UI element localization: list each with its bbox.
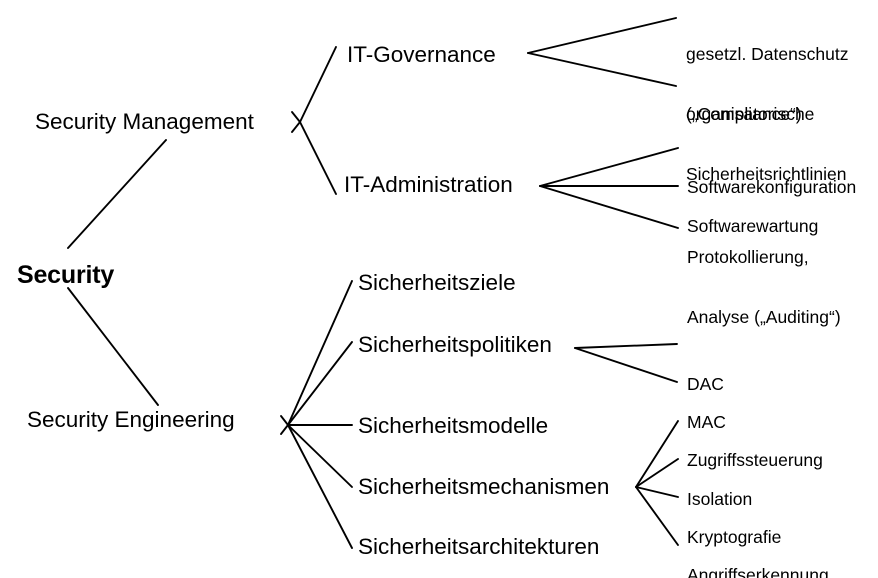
edge-sicherheitsmechanismen-to-angriffserkennung: [635, 486, 679, 546]
leaf-dac[interactable]: DAC: [687, 335, 724, 435]
edge-sicherheitsmechanismen-to-kryptografie: [635, 486, 679, 498]
edge-security-engineering-to-sicherheitsmechanismen: [287, 424, 353, 488]
edge-sicherheitsmechanismen-to-zugriffssteuerung: [635, 420, 679, 488]
edge-security-engineering-to-sicherheitsziele: [287, 280, 353, 426]
leaf-softwarekonfiguration-line1: Softwarekonfiguration: [687, 176, 857, 197]
leaf-protokollierung-analyse[interactable]: Protokollierung, Analyse („Auditing“): [687, 208, 841, 368]
edge-itadmin-to-protokollierung: [539, 185, 679, 229]
node-it-administration[interactable]: IT-Administration: [344, 172, 513, 197]
leaf-organisatorische-line2: Sicherheitsrichtlinien: [686, 163, 847, 184]
leaf-angriffserkennung-line1: Angriffserkennung: [687, 564, 829, 578]
node-sicherheitsmechanismen[interactable]: Sicherheitsmechanismen: [358, 474, 610, 499]
node-security-management[interactable]: Security Management: [35, 109, 254, 134]
edge-sicherheitsmechanismen-to-isolation: [635, 458, 679, 488]
edge-se-junction-in-lower: [280, 424, 289, 435]
leaf-organisatorische-sicherheitsrichtlinien[interactable]: organisatorische Sicherheitsrichtlinien: [686, 65, 847, 225]
leaf-zugriffssteuerung-line1: Zugriffssteuerung: [687, 449, 823, 470]
edge-security-management-to-it-administration: [299, 121, 337, 195]
edge-security-engineering-to-sicherheitsarchitekturen: [287, 424, 353, 549]
leaf-mac-line1: MAC: [687, 411, 726, 432]
leaf-kryptografie-line1: Kryptografie: [687, 526, 782, 547]
node-security-engineering[interactable]: Security Engineering: [27, 407, 235, 432]
leaf-isolation[interactable]: Isolation: [687, 450, 752, 550]
node-it-governance[interactable]: IT-Governance: [347, 42, 496, 67]
edge-security-management-to-it-governance: [299, 46, 337, 123]
leaf-softwarewartung-line1: Softwarewartung: [687, 215, 819, 236]
leaf-kryptografie[interactable]: Kryptografie: [687, 488, 781, 578]
leaf-zugriffssteuerung[interactable]: Zugriffssteuerung: [687, 411, 823, 511]
edge-sm-junction-in: [291, 111, 301, 123]
node-sicherheitspolitiken[interactable]: Sicherheitspolitiken: [358, 332, 552, 357]
leaf-gesetzl-datenschutz[interactable]: gesetzl. Datenschutz („Compliance“): [686, 5, 848, 165]
node-sicherheitsmodelle[interactable]: Sicherheitsmodelle: [358, 413, 549, 438]
leaf-dac-line1: DAC: [687, 373, 724, 394]
leaf-angriffserkennung[interactable]: Angriffserkennung (Intrusion Detection): [687, 526, 845, 578]
edge-itadmin-to-softwarekonfiguration: [539, 147, 679, 187]
node-sicherheitsarchitekturen[interactable]: Sicherheitsarchitekturen: [358, 534, 600, 559]
edge-se-junction-in-upper: [280, 415, 289, 426]
leaf-gesetzl-datenschutz-line2: („Compliance“): [686, 103, 802, 124]
edge-sicherheitspolitiken-to-mac: [574, 347, 678, 383]
edge-sm-junction-in-lower: [291, 121, 301, 133]
leaf-protokollierung-line1: Protokollierung,: [687, 246, 809, 267]
edge-itgov-junction-lower: [527, 52, 677, 87]
leaf-mac[interactable]: MAC: [687, 373, 726, 473]
leaf-softwarewartung[interactable]: Softwarewartung: [687, 177, 818, 277]
edge-sicherheitspolitiken-to-dac: [574, 343, 678, 349]
leaf-gesetzl-datenschutz-line1: gesetzl. Datenschutz: [686, 43, 849, 64]
node-sicherheitsziele[interactable]: Sicherheitsziele: [358, 270, 516, 295]
leaf-organisatorische-line1: organisatorische: [686, 103, 815, 124]
leaf-softwarekonfiguration[interactable]: Softwarekonfiguration: [687, 138, 856, 238]
edge-itgov-junction-upper: [527, 17, 677, 54]
edge-security-engineering-to-sicherheitspolitiken: [287, 341, 353, 426]
edge-security-to-security-engineering: [67, 287, 159, 406]
node-security-root[interactable]: Security: [17, 261, 115, 289]
leaf-isolation-line1: Isolation: [687, 488, 753, 509]
edge-security-to-security-management: [67, 139, 167, 249]
leaf-protokollierung-line2: Analyse („Auditing“): [687, 306, 841, 327]
